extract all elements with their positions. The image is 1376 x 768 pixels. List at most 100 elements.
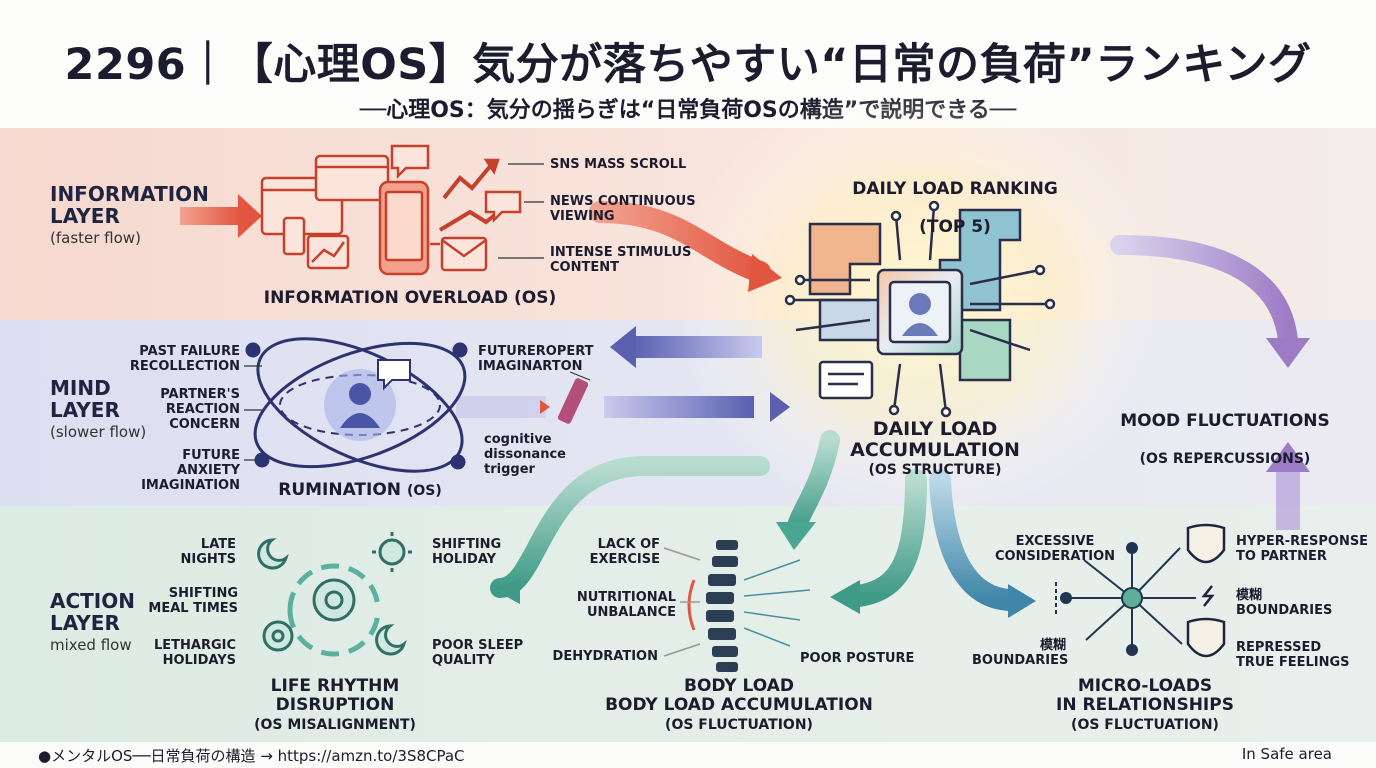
circuit-chip-icon xyxy=(784,200,1056,418)
mail-icon xyxy=(440,236,488,272)
person-icon xyxy=(340,383,380,428)
chat-bubble-icon xyxy=(390,144,430,180)
rel-item-hyper-response: HYPER-RESPONSE TO PARTNER xyxy=(1236,534,1369,564)
body-caption: BODY LOAD BODY LOAD ACCUMULATION xyxy=(605,676,873,715)
center-to-relationship-arrowhead xyxy=(1008,584,1036,618)
action-to-center-loop xyxy=(490,456,770,598)
center-to-relationship-arrow xyxy=(929,469,1021,611)
ranking-subtitle: (TOP 5) xyxy=(919,217,991,237)
body-item-nutrition: NUTRITIONAL UNBALANCE xyxy=(576,590,676,620)
page-title: 2296｜【心理OS】気分が落ちやすい“日常の負荷”ランキング xyxy=(64,40,1312,90)
information-icons xyxy=(260,144,522,276)
mind-input-arrow xyxy=(456,392,790,422)
moon-icon xyxy=(375,624,407,656)
ranking-title-text: DAILY LOAD RANKING xyxy=(852,179,1058,199)
life-rhythm-icons xyxy=(257,532,412,657)
body-strain-mark xyxy=(687,579,696,631)
sun-icon xyxy=(378,538,406,566)
info-item-sns: SNS MASS SCROLL xyxy=(550,157,687,172)
relationships-caption: MICRO-LOADS IN RELATIONSHIPS xyxy=(1056,676,1234,715)
browser-window-icon xyxy=(314,154,390,202)
header xyxy=(0,0,1376,128)
trend-arrow-icon xyxy=(442,162,494,200)
center-to-body-arrowhead xyxy=(776,522,816,550)
dissonance-trigger-label: cognitive dissonance trigger xyxy=(484,432,566,477)
rumination-caption-sub: (OS) xyxy=(406,483,442,499)
center-to-body-curve xyxy=(847,469,927,607)
mind-layer-flow: (slower flow) xyxy=(50,423,147,441)
life-item-shifting-holiday: SHIFTING HOLIDAY xyxy=(432,537,502,567)
body-item-dehydration: DEHYDRATION xyxy=(552,649,658,664)
rel-item-boundaries-left: 模糊 BOUNDARIES xyxy=(972,638,1069,668)
mood-arrowhead-down xyxy=(1266,338,1310,368)
chat-bubble-icon xyxy=(377,359,411,391)
info-to-center-arrowhead xyxy=(748,254,782,292)
body-leader-lines xyxy=(663,547,701,657)
tension-icon xyxy=(1201,585,1215,607)
mood-arrowhead-up xyxy=(1266,442,1310,472)
gear-icon xyxy=(262,620,294,652)
mood-fluctuations: MOOD FLUCTUATIONS (OS REPERCUSSIONS) xyxy=(1110,393,1340,488)
footer-safe-area: In Safe area xyxy=(1241,745,1332,763)
mind-output-arrow xyxy=(610,326,762,368)
mind-item-past-failure: PAST FAILURE RECOLLECTION xyxy=(129,344,240,374)
center-to-mood-arrow xyxy=(1110,235,1298,350)
mood-upward-arrow xyxy=(1276,470,1300,530)
smartphone-icon xyxy=(282,216,306,256)
trigger-leader-line xyxy=(569,371,591,381)
ranking-title: DAILY LOAD RANKING (TOP 5) xyxy=(830,161,1080,256)
rumination-caption: RUMINATION (OS) xyxy=(270,481,450,501)
network-node-icon xyxy=(1055,542,1196,656)
body-item-posture: POOR POSTURE xyxy=(800,651,915,666)
body-item-exercise: LACK OF EXERCISE xyxy=(589,537,660,567)
mind-leader-lines xyxy=(244,365,262,461)
info-to-center-arrow xyxy=(589,201,771,283)
action-layer-name: ACTION LAYER xyxy=(50,589,135,635)
info-input-arrow xyxy=(180,194,262,238)
theater-mask-icon xyxy=(1186,523,1226,658)
gear-icon xyxy=(312,578,356,622)
moon-icon xyxy=(257,538,289,570)
rel-item-repressed-feelings: REPRESSED TRUE FEELINGS xyxy=(1236,640,1350,670)
life-item-meal-times: SHIFTING MEAL TIMES xyxy=(148,586,238,616)
rumination-caption-text: RUMINATION xyxy=(278,480,402,500)
action-layer-flow: mixed flow xyxy=(50,636,132,654)
spine-icon xyxy=(706,540,738,672)
life-rhythm-caption: LIFE RHYTHM DISRUPTION xyxy=(270,676,400,715)
chat-bubble-icon xyxy=(484,190,522,224)
information-layer-label: INFORMATION LAYER (faster flow) xyxy=(50,183,209,247)
mood-subtitle: (OS REPERCUSSIONS) xyxy=(1139,451,1311,467)
mind-layer-label: MIND LAYER (slower flow) xyxy=(50,377,146,441)
life-item-poor-sleep: POOR SLEEP QUALITY xyxy=(432,638,524,668)
mind-item-future-anxiety: FUTURE ANXIETY IMAGINATION xyxy=(141,448,240,493)
life-item-late-nights: LATE NIGHTS xyxy=(180,537,237,567)
rel-item-boundaries-right: 模糊 BOUNDARIES xyxy=(1236,588,1333,618)
info-item-stimulus: INTENSE STIMULUS CONTENT xyxy=(550,245,692,275)
dissonance-trigger-icon xyxy=(557,378,589,424)
center-title: DAILY LOAD ACCUMULATION xyxy=(850,418,1020,461)
information-layer-flow: (faster flow) xyxy=(50,229,141,247)
info-item-news: NEWS CONTINUOUS VIEWING xyxy=(550,194,696,224)
footer-bar xyxy=(0,742,1376,768)
action-loop-arrowhead xyxy=(496,578,520,604)
action-layer-label: ACTION LAYER mixed flow xyxy=(50,590,135,654)
rel-item-excessive-consideration: EXCESSIVE CONSIDERATION xyxy=(994,534,1116,564)
body-lines xyxy=(743,559,811,647)
center-to-body-curve-head xyxy=(830,580,860,614)
mood-title: MOOD FLUCTUATIONS xyxy=(1120,411,1330,431)
center-subtitle: (OS STRUCTURE) xyxy=(868,462,1002,478)
information-layer-name: INFORMATION LAYER xyxy=(50,182,209,228)
relationships-subtitle: (OS FLUCTUATION) xyxy=(1071,717,1219,733)
life-item-lethargic-holidays: LETHARGIC HOLIDAYS xyxy=(153,638,236,668)
footer-link[interactable]: ●メンタルOS──日常負荷の構造 → https://amzn.to/3S8CP… xyxy=(38,747,465,765)
mind-layer-name: MIND LAYER xyxy=(50,376,120,422)
action-band xyxy=(0,506,1376,742)
life-rhythm-subtitle: (OS MISALIGNMENT) xyxy=(254,717,416,733)
body-subtitle: (OS FLUCTUATION) xyxy=(665,717,813,733)
information-caption: INFORMATION OVERLOAD (OS) xyxy=(263,288,557,308)
mind-item-partner-reaction: PARTNER'S REACTION CONCERN xyxy=(160,387,240,432)
mind-right-label: FUTUREROPERT IMAGINARTON xyxy=(478,344,594,374)
info-leader-lines xyxy=(498,163,544,259)
